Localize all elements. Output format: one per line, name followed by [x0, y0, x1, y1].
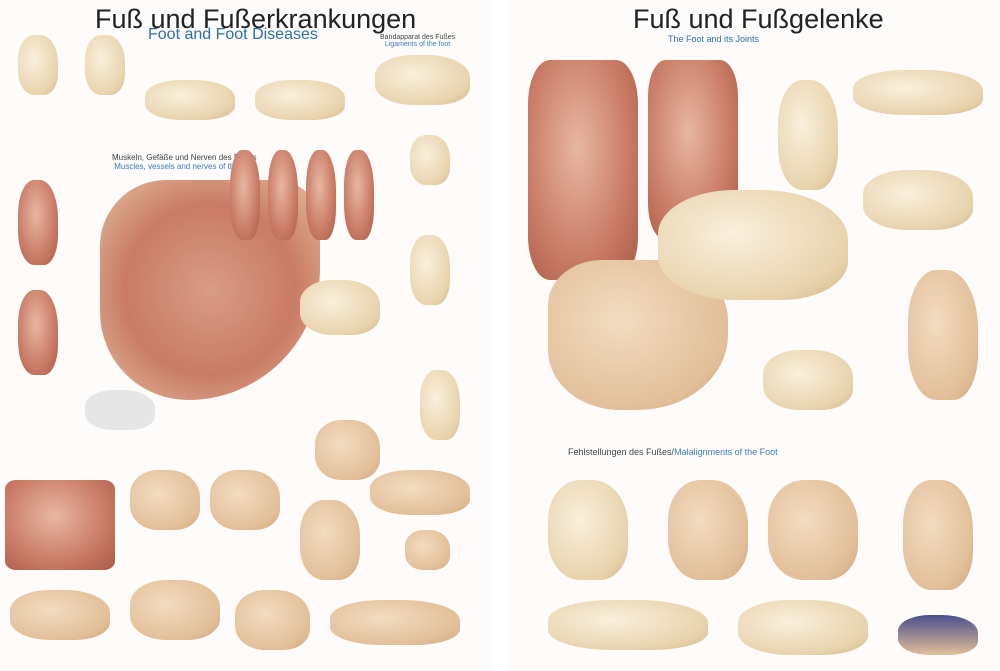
foot-skeleton-plantar [85, 35, 125, 95]
poster-title: Fuß und Fußgelenke [633, 4, 884, 34]
foot-sole-layer-4 [344, 150, 374, 240]
ligaments-figure [375, 55, 470, 105]
foot-skeleton-medial [145, 80, 235, 120]
hallux-valgus-figure [235, 590, 310, 650]
malalignment-1 [548, 480, 628, 580]
foot-skeleton-small [420, 370, 460, 440]
toe-nail-figures [330, 600, 460, 645]
ankle-detail [763, 350, 853, 410]
footprints [85, 390, 155, 430]
foot-disease-2 [300, 500, 360, 580]
foot-muscles-plantar [18, 290, 58, 375]
toe-figures [10, 590, 110, 640]
foot-skeleton-lateral [255, 80, 345, 120]
flat-foot-figure [130, 470, 200, 530]
high-heel-figures [130, 580, 220, 640]
foot-sole-layer-1 [230, 150, 260, 240]
range-of-motion-figure [5, 480, 115, 570]
foot-disease-3 [370, 470, 470, 515]
malalignment-4 [903, 480, 973, 590]
foot-disease-4 [405, 530, 450, 570]
malalignment-6 [738, 600, 868, 655]
malalignment-3 [768, 480, 858, 580]
leg-muscles-front [528, 60, 638, 280]
foot-sole-layer-3 [306, 150, 336, 240]
poster-foot-diseases: Fuß und Fußerkrankungen Foot and Foot Di… [0, 0, 492, 671]
malalignment-5 [548, 600, 708, 650]
poster-foot-joints: Fuß und Fußgelenke The Foot and its Join… [508, 0, 1000, 671]
malalignment-2 [668, 480, 748, 580]
ankle-figure-1 [410, 135, 450, 185]
foot-skeleton-lateral [658, 190, 848, 300]
ankle-figure-2 [410, 235, 450, 305]
poster-subtitle: Foot and Foot Diseases [148, 26, 318, 43]
poster-subtitle: The Foot and its Joints [668, 34, 760, 44]
hollow-foot-figure [210, 470, 280, 530]
malalignment-7 [898, 615, 978, 655]
foot-skeleton-top [778, 80, 838, 190]
foot-disease-1 [315, 420, 380, 480]
section-malalignments: Fehlstellungen des Fußes/Malalignments o… [568, 447, 778, 457]
foot-muscles-dorsal [18, 180, 58, 265]
foot-skeleton-medial [853, 70, 983, 115]
foot-skeleton-3d [300, 280, 380, 335]
poster-title: Fuß und Fußerkrankungen [95, 4, 417, 34]
foot-skeleton-dorsal [18, 35, 58, 95]
sole-ligaments [908, 270, 978, 400]
ankle-joint-figure [863, 170, 973, 230]
foot-sole-layer-2 [268, 150, 298, 240]
